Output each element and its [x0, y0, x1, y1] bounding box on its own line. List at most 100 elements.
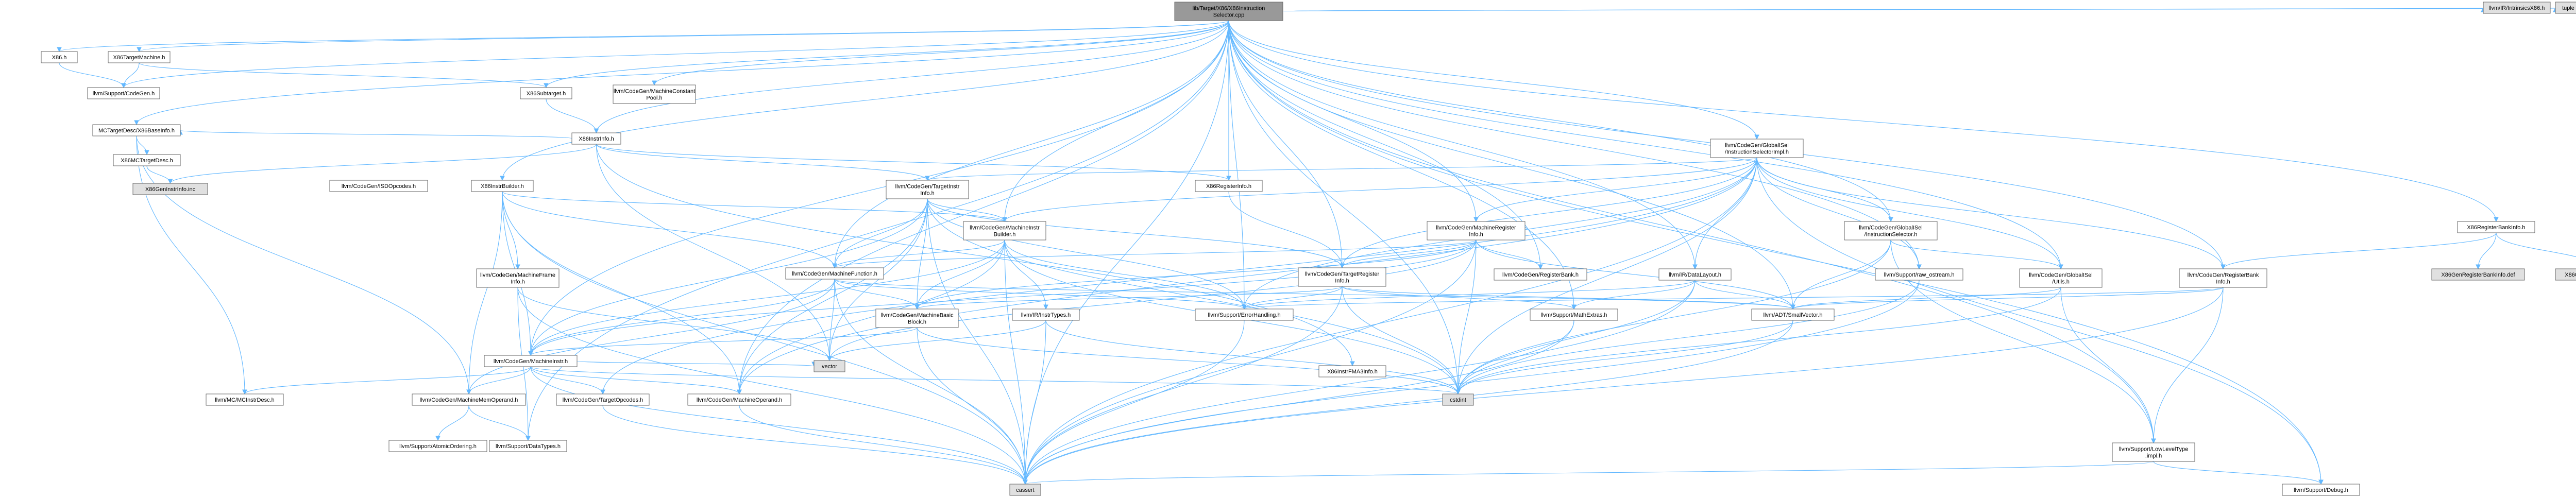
node-X86MCTargetDesc[interactable]: X86MCTargetDesc.h: [113, 154, 181, 166]
node-vector[interactable]: vector: [814, 360, 845, 372]
node-MachineFunction[interactable]: llvm/CodeGen/MachineFunction.h: [785, 267, 884, 280]
edge-MachineInstr-to-TargetOpcodes: [530, 366, 605, 395]
node-label: /InstructionSelectorImpl.h: [1725, 149, 1789, 156]
node-label: Info.h: [1469, 232, 1483, 238]
node-IRIntrinsics[interactable]: llvm/IR/InstrTypes.h: [1012, 308, 1080, 321]
node-box: [1494, 268, 1587, 281]
node-label: /InstructionSelector.h: [1865, 232, 1918, 238]
node-label: llvm/CodeGen/GlobalISel: [1859, 225, 1923, 231]
edge-RegisterBankInfoX-to-SmallVector: [1790, 287, 2224, 310]
edge-X86InstrInfo-to-MCTargetDesc: [178, 129, 572, 139]
node-X86h[interactable]: X86.h: [41, 51, 78, 63]
node-MachineMemOperand[interactable]: llvm/CodeGen/MachineMemOperand.h: [412, 393, 526, 406]
node-box: [206, 393, 284, 406]
node-label: llvm/Support/DataTypes.h: [496, 443, 561, 450]
edge-X86Subtarget-to-X86InstrInfo: [546, 98, 599, 134]
node-MachineOperand[interactable]: llvm/CodeGen/MachineOperand.h: [687, 393, 791, 406]
edge-root-to-MachineInstrBuilder: [1002, 20, 1229, 222]
edge-LowLevelType-to-cassert: [1023, 461, 2154, 485]
node-X86GenRegisterBankInfo[interactable]: X86GenRegisterBankInfo.def: [2431, 268, 2525, 281]
node-cassert[interactable]: cassert: [1009, 484, 1041, 496]
node-box: [2282, 484, 2360, 496]
node-GlobalISelUtils[interactable]: llvm/CodeGen/GlobalISel/Utils.h: [2019, 268, 2103, 288]
node-X86TargetMachine[interactable]: X86TargetMachine.h: [108, 51, 171, 63]
node-MCInstrDesc[interactable]: llvm/MC/MCInstrDesc.h: [206, 393, 284, 406]
node-SupportCodeGen[interactable]: llvm/Support/CodeGen.h: [87, 87, 160, 99]
edge-MachineInstrBuilder-to-IRIntrinsics: [1004, 239, 1048, 310]
node-MCTargetDesc[interactable]: MCTargetDesc/X86BaseInfo.h: [92, 124, 181, 136]
node-label: llvm/Support/raw_ostream.h: [1884, 272, 1955, 278]
edge-IRIntrinsics-to-cstdint: [1045, 320, 1461, 395]
edge-SmallVector-to-cassert: [1023, 320, 1793, 485]
node-MachineInstr[interactable]: llvm/CodeGen/MachineInstr.h: [484, 355, 578, 367]
node-IntrinsicsX86[interactable]: llvm/IR/IntrinsicsX86.h: [2483, 2, 2551, 14]
node-LowLevelType[interactable]: llvm/Support/LowLevelType.impl.h: [2112, 442, 2195, 462]
node-RegisterBank[interactable]: llvm/CodeGen/RegisterBank.h: [1494, 268, 1587, 281]
node-label: llvm/MC/MCInstrDesc.h: [215, 397, 275, 403]
node-ErrorHandling[interactable]: llvm/Support/ErrorHandling.h: [1195, 308, 1294, 321]
node-RawOstream[interactable]: llvm/Support/raw_ostream.h: [1875, 268, 1963, 281]
node-label: llvm/Support/AtomicOrdering.h: [399, 443, 477, 450]
node-X86RegisterInfo[interactable]: X86RegisterInfo.h: [1195, 180, 1263, 192]
node-label: llvm/CodeGen/MachineOperand.h: [697, 397, 782, 403]
node-label: Info.h: [2216, 279, 2230, 285]
node-CodeGenISDOpcodes[interactable]: llvm/CodeGen/ISDOpcodes.h: [329, 180, 428, 192]
node-cstdint[interactable]: cstdint: [1442, 393, 1474, 406]
node-GlobalISelImpl[interactable]: llvm/CodeGen/GlobalISel/InstructionSelec…: [1710, 139, 1804, 158]
node-box: [1298, 267, 1386, 287]
edge-MachineInstr-to-MachineMemOperand: [466, 366, 531, 395]
node-label: X86GenRegisterBankInfo.def: [2441, 272, 2515, 278]
edge-GlobalISelImpl-to-MachineOperand: [737, 157, 1757, 395]
node-X86InstrFMA3Info[interactable]: X86InstrFMA3Info.h: [1318, 365, 1386, 377]
node-root[interactable]: lib/Target/X86/X86InstructionSelector.cp…: [1174, 2, 1283, 21]
edge-RegisterBankInfoX-to-ErrorHandling: [1242, 287, 2224, 310]
node-DataTypes[interactable]: llvm/Support/DataTypes.h: [489, 440, 567, 452]
node-label: X86GenInstrInfo.inc: [145, 186, 196, 193]
edge-root-to-X86InstrInfo: [594, 20, 1229, 134]
node-label: X86RegisterInfo.h: [1206, 183, 1251, 190]
node-TargetOpcodes[interactable]: llvm/CodeGen/TargetOpcodes.h: [556, 393, 650, 406]
node-SmallVector[interactable]: llvm/ADT/SmallVector.h: [1751, 308, 1835, 321]
edge-X86InstrInfo-to-X86InstrFMA3Info: [596, 144, 1355, 367]
node-label: Pool.h: [646, 95, 662, 101]
node-X86GenInstrInfo[interactable]: X86GenInstrInfo.inc: [132, 183, 208, 195]
node-box: [875, 308, 959, 328]
node-label: llvm/CodeGen/MachineRegister: [1436, 225, 1516, 231]
node-X86InstrInfo[interactable]: X86InstrInfo.h: [571, 132, 621, 145]
node-RegisterBankInfoX[interactable]: llvm/CodeGen/RegisterBankInfo.h: [2179, 268, 2267, 288]
edge-GlobalISelImpl-to-cassert: [1023, 157, 1757, 485]
node-label: cstdint: [1450, 397, 1466, 403]
edge-root-to-X86h: [57, 20, 1229, 53]
edge-X86InstrInfo-to-X86GenInstrInfo: [167, 144, 597, 184]
node-box: [2179, 268, 2267, 288]
node-label: llvm/CodeGen/MachineConstant: [614, 89, 695, 95]
node-GlobalISelSelector[interactable]: llvm/CodeGen/GlobalISel/InstructionSelec…: [1844, 221, 1938, 241]
node-X86GenRegisterBank[interactable]: X86GenRegisterBank.inc: [2555, 268, 2576, 281]
node-X86Subtarget[interactable]: X86Subtarget.h: [520, 87, 572, 99]
node-IRDataLayout[interactable]: llvm/IR/DataLayout.h: [1658, 268, 1732, 281]
node-X86RegisterBankInfo[interactable]: X86RegisterBankInfo.h: [2457, 221, 2535, 233]
node-tuple[interactable]: tuple: [2555, 2, 2576, 14]
node-label: MCTargetDesc/X86BaseInfo.h: [98, 128, 175, 134]
node-MathExtras[interactable]: llvm/Support/MathExtras.h: [1530, 308, 1618, 321]
node-label: X86TargetMachine.h: [113, 55, 165, 61]
edge-MachineMemOperand-to-DataTypes: [468, 405, 531, 441]
edge-root-to-X86InstrBuilder: [500, 20, 1229, 181]
node-label: /Utils.h: [2052, 279, 2070, 285]
edge-root-to-GlobalISelSelector: [1228, 20, 1893, 222]
edge-MachineInstr-to-vector: [577, 360, 817, 367]
node-AtomicOrdering[interactable]: llvm/Support/AtomicOrdering.h: [388, 440, 487, 452]
node-box: [2112, 442, 2195, 462]
node-SupportDebug[interactable]: llvm/Support/Debug.h: [2282, 484, 2360, 496]
edge-X86RegisterBankInfo-to-X86GenRegisterBank: [2496, 232, 2576, 257]
node-X86InstrBuilder[interactable]: X86InstrBuilder.h: [471, 180, 534, 192]
edge-MachineInstrBuilder-to-cassert: [1004, 239, 1028, 485]
